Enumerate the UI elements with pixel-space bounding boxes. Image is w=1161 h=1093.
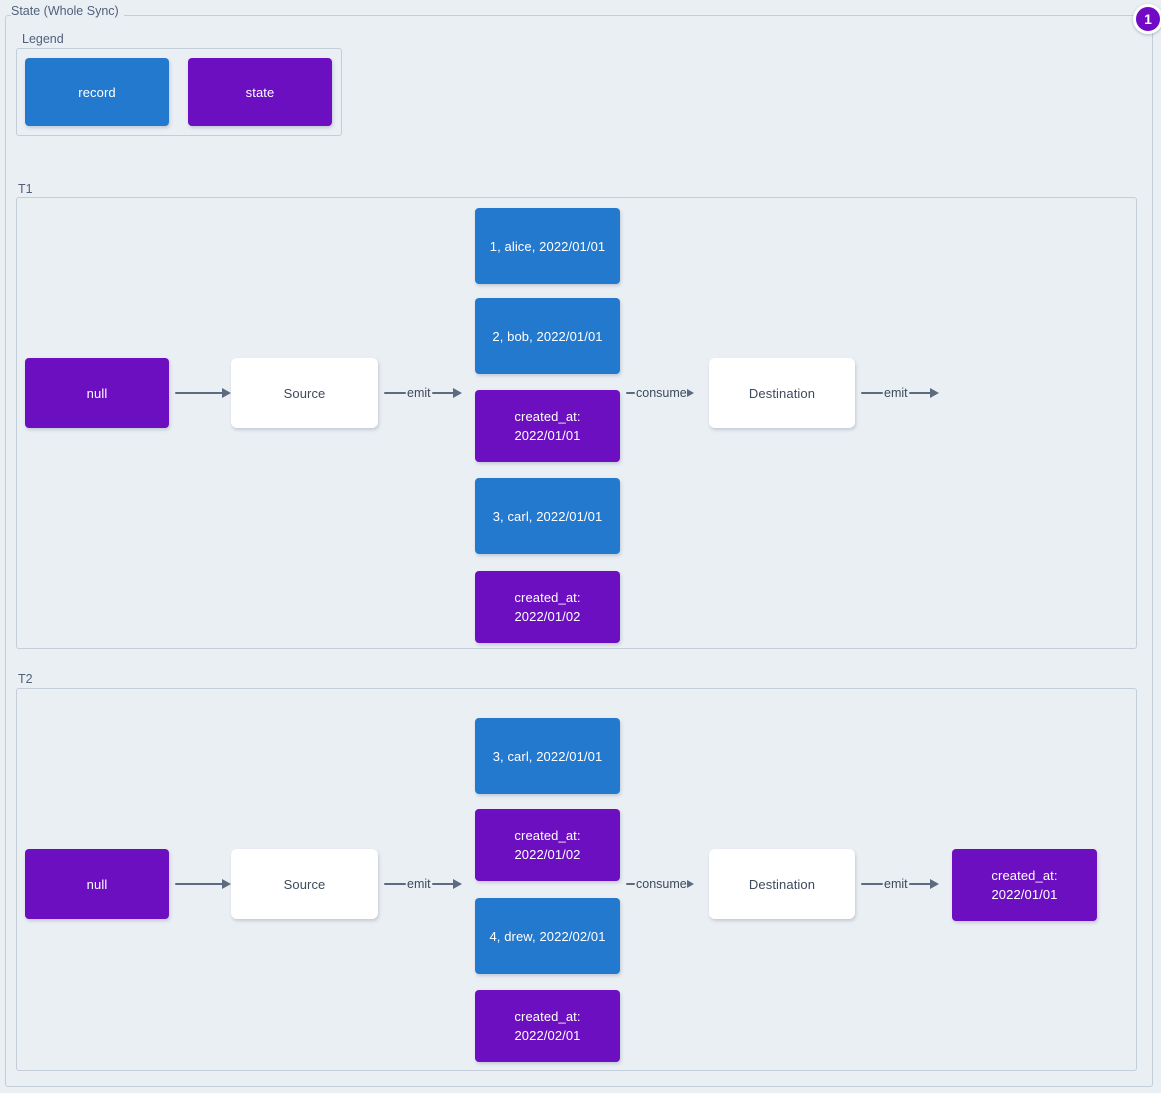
t2-emitted-item[interactable]: 4, drew, 2022/02/01 (475, 898, 620, 974)
t1-edge-destination-emit-label: emit (884, 386, 908, 400)
t2-initial-state-node[interactable]: null (25, 849, 169, 919)
t1-edge-source-emit-label: emit (407, 386, 431, 400)
arrow-head-icon (452, 879, 462, 889)
t1-emitted-item[interactable]: created_at: 2022/01/01 (475, 390, 620, 462)
t1-edge-destination-emit: emit (861, 383, 939, 403)
t1-emitted-item-label: created_at: (514, 590, 581, 605)
t2-edge-source-emit-label: emit (407, 877, 431, 891)
legend-label: Legend (22, 32, 69, 46)
t2-edge-consume: consume (626, 874, 694, 894)
t2-emitted-item-value: 2022/01/02 (514, 847, 581, 862)
t1-edge-destination-emit-line (861, 392, 883, 394)
arrow-head-icon (686, 880, 694, 888)
t1-source-label: Source (283, 385, 326, 401)
t2-source-label: Source (283, 876, 326, 892)
section-t2-label: T2 (18, 672, 38, 686)
t1-emitted-item-label: 3, carl, 2022/01/01 (492, 508, 603, 524)
t1-emitted-item-label: 1, alice, 2022/01/01 (489, 238, 606, 254)
t1-edge-state-to-source (175, 383, 231, 403)
t1-edge-consume: consume (626, 383, 694, 403)
t2-emitted-item-label: 3, carl, 2022/01/01 (492, 748, 603, 764)
t1-edge-consume-label: consume (636, 386, 687, 400)
t1-edge-destination-emit-line2 (908, 392, 931, 394)
arrow-head-icon (686, 389, 694, 397)
t2-edge-destination-emit-line2 (908, 883, 931, 885)
t2-edge-destination-emit: emit (861, 874, 939, 894)
t1-emitted-item[interactable]: 1, alice, 2022/01/01 (475, 208, 620, 284)
t2-emitted-item-value: 2022/02/01 (514, 1028, 581, 1043)
t2-edge-state-to-source (175, 874, 231, 894)
status-badge[interactable]: 1 (1133, 4, 1161, 34)
t2-final-state-node[interactable]: created_at: 2022/01/01 (952, 849, 1097, 921)
t1-source-node[interactable]: Source (231, 358, 378, 428)
t2-emitted-item-label: created_at: (514, 828, 581, 843)
legend-swatch-state-label: state (245, 84, 275, 100)
t2-emitted-item-label: 4, drew, 2022/02/01 (489, 928, 606, 944)
t1-emitted-item-label: created_at: (514, 409, 581, 424)
t2-initial-state-label: null (86, 876, 108, 892)
t1-edge-source-emit-line (384, 392, 406, 394)
t1-emitted-item-value: 2022/01/01 (514, 428, 581, 443)
t2-edge-destination-emit-label: emit (884, 877, 908, 891)
t1-edge-source-emit: emit (384, 383, 462, 403)
t2-destination-label: Destination (748, 876, 816, 892)
t1-emitted-item-label: 2, bob, 2022/01/01 (492, 328, 603, 344)
arrow-head-icon (929, 388, 939, 398)
t1-initial-state-label: null (86, 385, 108, 401)
t2-emitted-item[interactable]: created_at: 2022/01/02 (475, 809, 620, 881)
t1-destination-node[interactable]: Destination (709, 358, 855, 428)
t2-final-state-value: 2022/01/01 (991, 887, 1058, 902)
arrow-head-icon (222, 879, 231, 889)
diagram-title: State (Whole Sync) (11, 4, 124, 18)
t2-final-state-label: created_at: (991, 868, 1058, 883)
t2-emitted-item[interactable]: created_at: 2022/02/01 (475, 990, 620, 1062)
t2-edge-source-emit: emit (384, 874, 462, 894)
legend-swatch-state[interactable]: state (188, 58, 332, 126)
arrow-head-icon (929, 879, 939, 889)
t1-initial-state-node[interactable]: null (25, 358, 169, 428)
t2-edge-consume-line (626, 883, 635, 885)
legend-swatch-record-label: record (78, 84, 116, 100)
t2-source-node[interactable]: Source (231, 849, 378, 919)
t1-destination-label: Destination (748, 385, 816, 401)
t2-destination-node[interactable]: Destination (709, 849, 855, 919)
t1-emitted-item[interactable]: created_at: 2022/01/02 (475, 571, 620, 643)
arrow-head-icon (222, 388, 231, 398)
t2-emitted-item[interactable]: 3, carl, 2022/01/01 (475, 718, 620, 794)
t2-emitted-item-label: created_at: (514, 1009, 581, 1024)
t2-edge-source-emit-line2 (431, 883, 454, 885)
arrow-head-icon (452, 388, 462, 398)
t1-edge-source-emit-line2 (431, 392, 454, 394)
t1-emitted-item[interactable]: 2, bob, 2022/01/01 (475, 298, 620, 374)
t1-emitted-item[interactable]: 3, carl, 2022/01/01 (475, 478, 620, 554)
t2-edge-consume-label: consume (636, 877, 687, 891)
legend-swatch-record[interactable]: record (25, 58, 169, 126)
t1-edge-state-to-source-line (175, 392, 223, 394)
t1-emitted-item-value: 2022/01/02 (514, 609, 581, 624)
section-t1-label: T1 (18, 182, 38, 196)
t2-edge-source-emit-line (384, 883, 406, 885)
t2-edge-destination-emit-line (861, 883, 883, 885)
t2-edge-state-to-source-line (175, 883, 223, 885)
t1-edge-consume-line (626, 392, 635, 394)
